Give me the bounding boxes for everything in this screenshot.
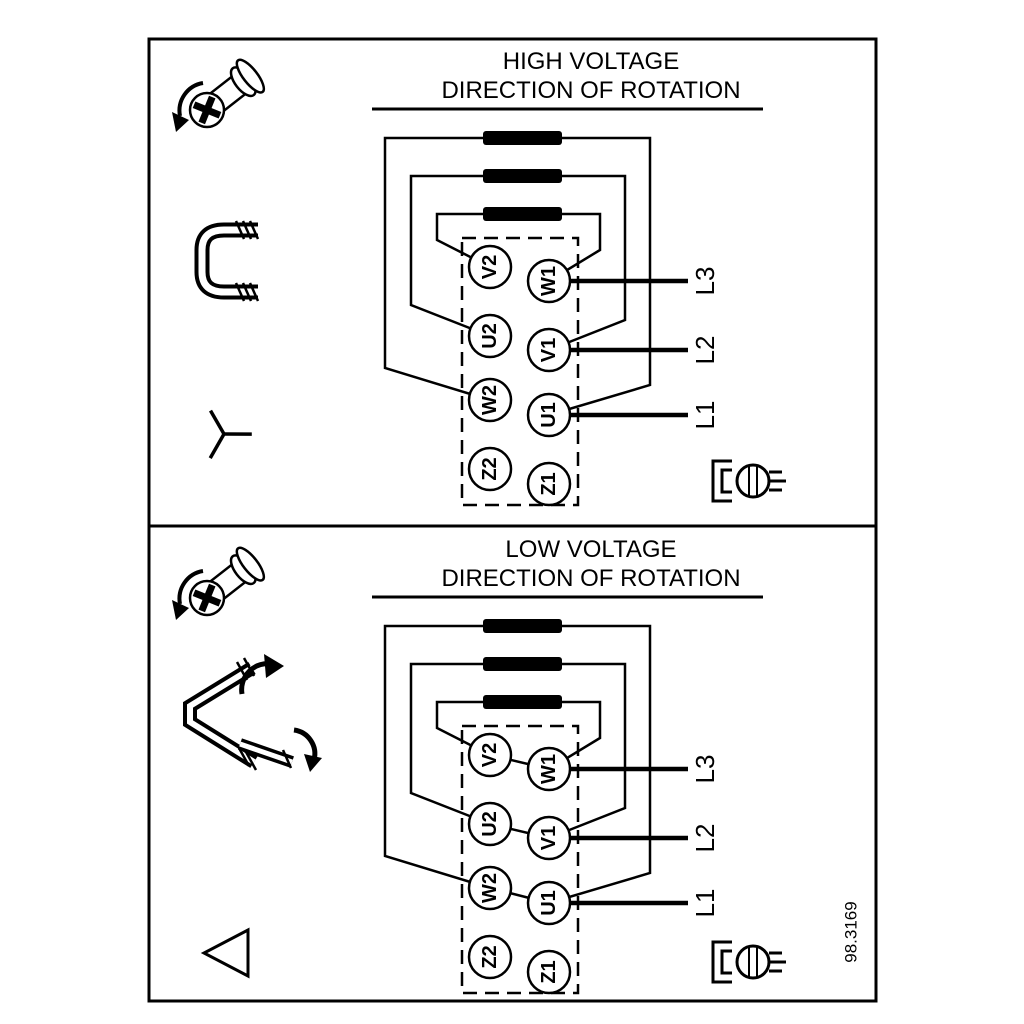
jumper-reposition-icon [183,654,322,772]
supply-label-l1: L1 [690,401,720,430]
supply-label-l2: L2 [690,336,720,365]
terminal-label: W2 [479,873,501,903]
wire-middle [409,662,627,840]
terminal-label: V2 [479,743,501,767]
terminal-label: U1 [538,402,560,428]
terminal-w1: W1 [526,746,572,792]
terminal-label: V1 [538,826,560,850]
terminal-box [460,724,580,995]
star-connection-icon [208,409,252,459]
terminal-label: V2 [479,255,501,279]
delta-connection-icon [200,927,250,979]
terminal-v2: V2 [467,732,513,778]
terminal-w2: W2 [467,377,513,423]
supply-label-l3: L3 [690,755,720,784]
terminal-z1: Z1 [526,949,572,995]
terminal-label: W1 [538,266,560,296]
terminal-label: Z1 [538,472,560,495]
terminal-u2: U2 [467,313,513,359]
terminal-v1: V1 [526,327,572,373]
terminal-z2: Z2 [467,446,513,492]
screw-rotation-icon [170,542,271,622]
supply-label-l3: L3 [690,267,720,296]
ground-terminal-icon [711,940,788,984]
figure-number: 98.3169 [842,901,861,962]
jumper-bar [483,169,562,183]
panel-high-voltage: HIGH VOLTAGE DIRECTION OF ROTATION [147,37,878,528]
wire-middle [409,174,627,352]
jumper-bar [483,657,562,671]
terminal-w2: W2 [467,865,513,911]
terminal-label: W1 [538,754,560,784]
terminal-w1: W1 [526,258,572,304]
terminal-z1: Z1 [526,461,572,507]
panel-title-line1: LOW VOLTAGE [505,536,676,563]
terminal-u1: U1 [526,392,572,438]
ground-terminal-icon [711,459,788,503]
panel-border [147,37,878,528]
terminal-label: U2 [479,323,501,349]
screw-rotation-icon [170,54,271,135]
terminal-label: Z1 [538,960,560,983]
panel-title-line2: DIRECTION OF ROTATION [441,77,740,104]
terminal-label: U2 [479,811,501,837]
terminal-label: Z2 [479,457,501,480]
supply-label-l1: L1 [690,889,720,918]
terminal-v1: V1 [526,815,572,861]
terminal-v2: V2 [467,244,513,290]
panel-title-line1: HIGH VOLTAGE [503,48,679,75]
supply-label-l2: L2 [690,824,720,853]
terminal-u1: U1 [526,880,572,926]
jumper-bar [483,695,562,709]
terminal-jumper-link-icon [194,220,260,302]
panel-border [147,524,878,1003]
terminal-label: W2 [479,385,501,415]
terminal-label: U1 [538,890,560,916]
panel-title-line2: DIRECTION OF ROTATION [441,565,740,592]
terminal-u2: U2 [467,801,513,847]
terminal-label: Z2 [479,945,501,968]
jumper-bar [483,131,562,145]
jumper-bar [483,619,562,633]
terminal-box [460,236,580,507]
terminal-z2: Z2 [467,934,513,980]
panel-low-voltage: LOW VOLTAGE DIRECTION OF ROTATION [147,524,878,1003]
terminal-label: V1 [538,338,560,362]
jumper-bar [483,207,562,221]
